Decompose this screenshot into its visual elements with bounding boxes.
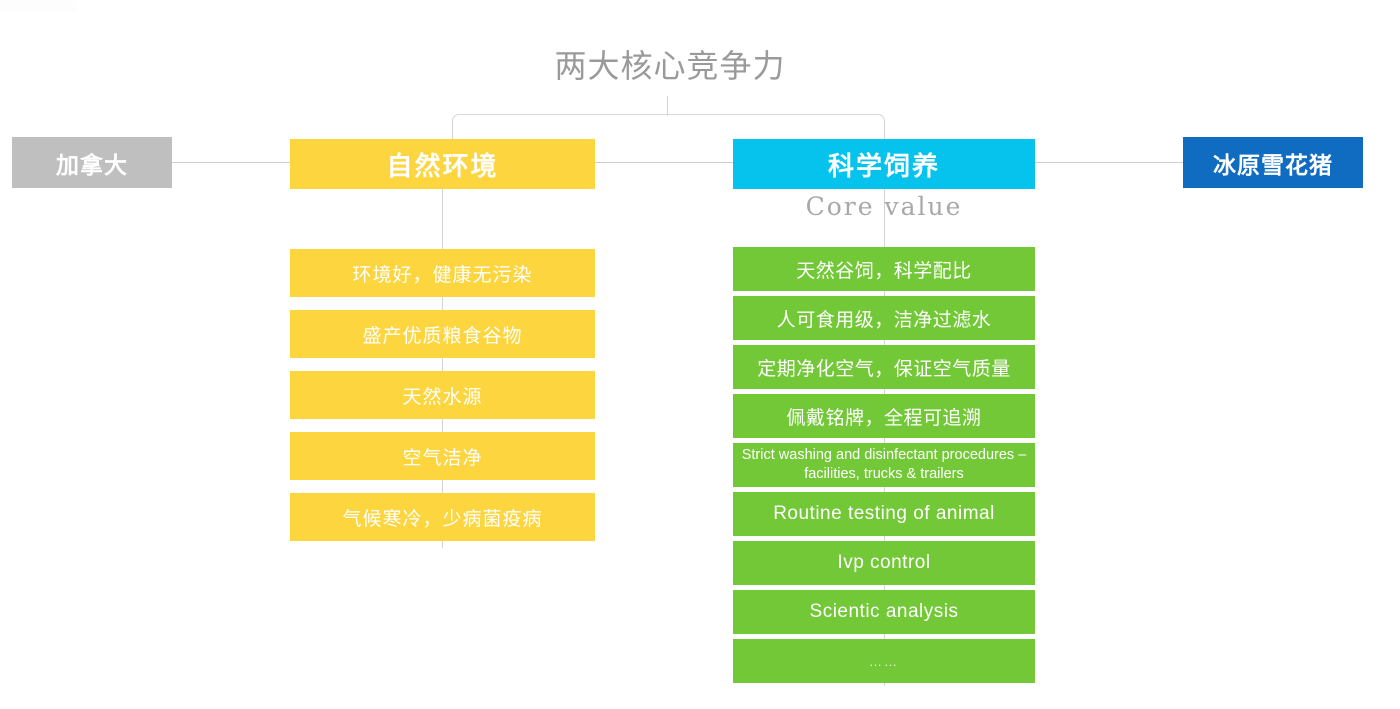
connector-line-origin-to-nature <box>172 162 290 163</box>
connector-line-left-column <box>442 188 443 548</box>
right-list-item: 天然谷饲，科学配比 <box>733 247 1035 291</box>
right-list-item: 佩戴铭牌，全程可追溯 <box>733 394 1035 438</box>
left-list-item: 环境好，健康无污染 <box>290 249 595 297</box>
left-list-item: 气候寒冷，少病菌疫病 <box>290 493 595 541</box>
right-list-item: Routine testing of animal <box>733 492 1035 536</box>
connector-line-science-to-product <box>1035 162 1183 163</box>
left-list-item: 空气洁净 <box>290 432 595 480</box>
right-list-item: 定期净化空气，保证空气质量 <box>733 345 1035 389</box>
left-list-item: 盛产优质粮食谷物 <box>290 310 595 358</box>
right-list-item: …… <box>733 639 1035 683</box>
page-title: 两大核心竞争力 <box>554 48 786 84</box>
header-pillar-natural-environment: 自然环境 <box>290 139 595 189</box>
bracket-stem <box>667 96 668 116</box>
right-list-item: Scientic analysis <box>733 590 1035 634</box>
right-list-item: 人可食用级，洁净过滤水 <box>733 296 1035 340</box>
connector-line-nature-to-science <box>595 162 733 163</box>
left-list-item: 天然水源 <box>290 371 595 419</box>
bracket-bar <box>452 114 885 141</box>
header-pillar-scientific-feeding: 科学饲养 <box>733 139 1035 189</box>
right-list-item: Ivp control <box>733 541 1035 585</box>
right-list-item: Strict washing and disinfectant procedur… <box>733 443 1035 487</box>
header-origin: 加拿大 <box>12 137 172 188</box>
header-product: 冰原雪花猪 <box>1183 137 1363 188</box>
watermark-block <box>0 0 76 13</box>
core-value-caption: Core value <box>805 192 963 221</box>
